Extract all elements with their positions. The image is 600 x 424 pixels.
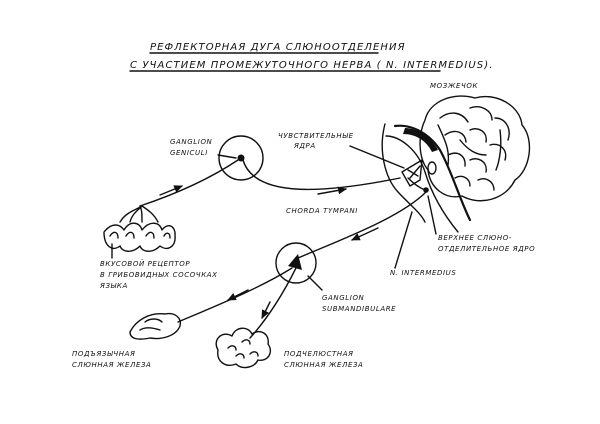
label-ganglion-geniculi: GANGLION GENICULI xyxy=(170,138,213,157)
ganglion-submandibulare-circle xyxy=(275,242,317,284)
label-chorda-tympani: CHORDA TYMPANI xyxy=(286,207,358,215)
efferent-fiber xyxy=(297,191,427,259)
label-sublingual-gland: ПОДЪЯЗЫЧНАЯ СЛЮННАЯ ЖЕЛЕЗА xyxy=(72,350,151,369)
svg-text:GANGLION: GANGLION xyxy=(322,294,365,302)
leader-n-intermedius xyxy=(394,211,413,269)
cerebellum-drawing xyxy=(381,95,531,233)
afferent-arrow-2 xyxy=(317,186,347,195)
svg-text:ПОДЧЕЛЮСТНАЯ: ПОДЧЕЛЮСТНАЯ xyxy=(284,350,354,358)
label-n-intermedius: N. INTERMEDIUS xyxy=(390,269,456,277)
ganglion-submandibulare-cell xyxy=(288,254,302,270)
label-submandibular-gland: ПОДЧЕЛЮСТНАЯ СЛЮННАЯ ЖЕЛЕЗА xyxy=(284,350,363,369)
svg-text:СЛЮННАЯ ЖЕЛЕЗА: СЛЮННАЯ ЖЕЛЕЗА xyxy=(72,361,151,369)
svg-text:GENICULI: GENICULI xyxy=(170,149,208,157)
label-taste-receptor: ВКУСОВОЙ РЕЦЕПТОР В ГРИБОВИДНЫХ СОСОЧКАХ… xyxy=(99,259,218,290)
leader-lines xyxy=(111,145,437,291)
svg-text:ЯЗЫКА: ЯЗЫКА xyxy=(99,282,128,290)
svg-text:ВЕРХНЕЕ СЛЮНО-: ВЕРХНЕЕ СЛЮНО- xyxy=(438,234,512,242)
svg-text:ВКУСОВОЙ РЕЦЕПТОР: ВКУСОВОЙ РЕЦЕПТОР xyxy=(100,259,190,268)
arrow-to-sublingual xyxy=(227,289,249,301)
afferent-arrow-1 xyxy=(159,185,183,196)
svg-text:ПОДЪЯЗЫЧНАЯ: ПОДЪЯЗЫЧНАЯ xyxy=(72,350,135,358)
ganglion-geniculi-circle xyxy=(218,135,264,181)
svg-text:SUBMANDIBULARE: SUBMANDIBULARE xyxy=(322,305,396,313)
svg-text:ЯДРА: ЯДРА xyxy=(293,142,316,150)
leader-ganglion-submandibulare xyxy=(307,275,323,291)
afferent-fiber-1 xyxy=(139,159,239,207)
leader-sensory-nuclei xyxy=(349,145,405,169)
nerve-pathways xyxy=(139,159,427,339)
svg-text:В ГРИБОВИДНЫХ СОСОЧКАХ: В ГРИБОВИДНЫХ СОСОЧКАХ xyxy=(100,271,218,279)
submandibular-gland-drawing xyxy=(215,327,272,369)
leader-ganglion-geniculi xyxy=(217,154,237,159)
svg-text:СЛЮННАЯ ЖЕЛЕЗА: СЛЮННАЯ ЖЕЛЕЗА xyxy=(284,361,363,369)
ganglion-submandibulare xyxy=(275,242,317,284)
leader-salivatory-nucleus xyxy=(427,195,437,235)
taste-receptor-drawing xyxy=(103,205,176,252)
label-ganglion-submandibulare: GANGLION SUBMANDIBULARE xyxy=(322,294,396,313)
fiber-to-sublingual xyxy=(177,267,293,323)
internuclear-fiber xyxy=(407,177,426,191)
svg-text:ОТДЕЛИТЕЛЬНОЕ ЯДРО: ОТДЕЛИТЕЛЬНОЕ ЯДРО xyxy=(438,245,535,253)
arrow-to-submandibular xyxy=(261,301,271,319)
label-cerebellum: МОЗЖЕЧОК xyxy=(430,82,479,90)
title-line-2: С УЧАСТИЕМ ПРОМЕЖУТОЧНОГО НЕРВА ( N. INT… xyxy=(130,60,494,71)
label-sensory-nuclei: ЧУВСТВИТЕЛЬНЫЕ ЯДРА xyxy=(278,132,354,150)
svg-text:ЧУВСТВИТЕЛЬНЫЕ: ЧУВСТВИТЕЛЬНЫЕ xyxy=(278,132,354,140)
svg-text:GANGLION: GANGLION xyxy=(170,138,213,146)
title-line-1: РЕФЛЕКТОРНАЯ ДУГА СЛЮНООТДЕЛЕНИЯ xyxy=(150,42,406,53)
efferent-arrow xyxy=(351,227,379,241)
sublingual-gland-drawing xyxy=(129,312,182,340)
afferent-fiber-2 xyxy=(242,159,401,191)
ganglion-geniculi xyxy=(218,135,264,181)
label-salivatory-nucleus: ВЕРХНЕЕ СЛЮНО- ОТДЕЛИТЕЛЬНОЕ ЯДРО xyxy=(438,234,535,253)
diagram-title: РЕФЛЕКТОРНАЯ ДУГА СЛЮНООТДЕЛЕНИЯ С УЧАСТ… xyxy=(129,42,494,72)
